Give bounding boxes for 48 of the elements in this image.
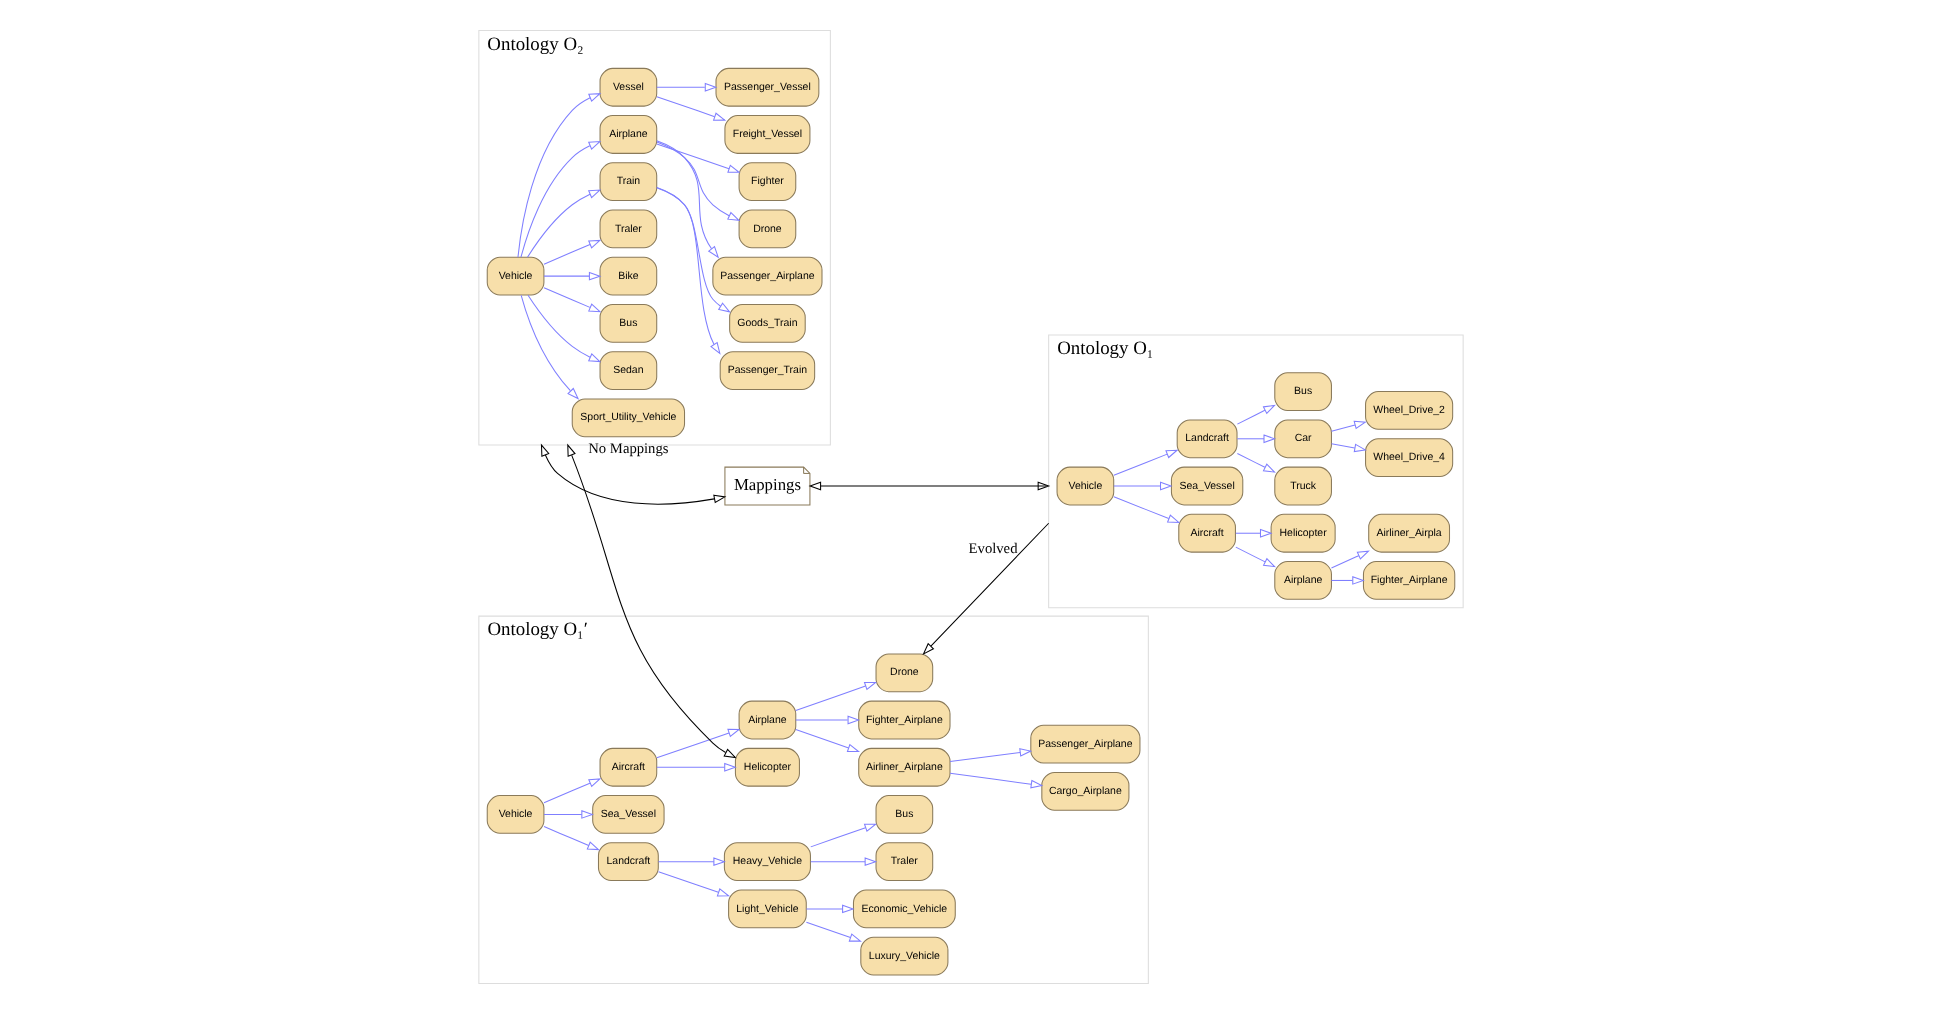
arrow — [810, 856, 878, 866]
arrow — [1113, 480, 1173, 490]
edge-label: Evolved — [968, 538, 1018, 557]
arrow — [540, 442, 727, 504]
arrow — [656, 727, 741, 758]
arrow — [543, 809, 594, 818]
arrow — [1236, 403, 1276, 424]
arrow — [527, 188, 602, 257]
arrow — [543, 286, 602, 312]
arrow — [543, 238, 602, 264]
arrow — [520, 293, 580, 399]
arrow — [656, 185, 721, 354]
arrow — [1330, 419, 1367, 431]
arrow — [949, 747, 1033, 761]
arrow — [795, 680, 878, 710]
arrow — [1236, 451, 1276, 472]
arrow — [1236, 433, 1277, 443]
arrow — [805, 903, 855, 913]
arrow — [656, 142, 741, 172]
arrow — [657, 870, 731, 896]
arrow — [517, 92, 602, 257]
arrow — [520, 139, 602, 257]
arrow — [1330, 442, 1367, 452]
arrow — [795, 714, 861, 724]
arrow — [656, 95, 727, 120]
arrow — [1330, 549, 1370, 568]
arrow — [795, 728, 861, 752]
arrow — [543, 270, 602, 280]
arrow — [656, 81, 718, 91]
arrow — [805, 920, 862, 941]
arrow — [1330, 575, 1365, 584]
arrow — [1235, 545, 1276, 567]
arrow — [567, 442, 737, 758]
arrow — [656, 761, 737, 771]
arrow — [543, 777, 602, 803]
arrow — [543, 824, 600, 850]
arrow — [657, 856, 726, 866]
arrow — [527, 293, 602, 362]
arrow — [949, 771, 1044, 788]
arrow — [922, 521, 1050, 654]
arrow — [1113, 448, 1179, 475]
arrow — [656, 139, 720, 258]
arrow — [808, 480, 1051, 490]
arrow — [810, 822, 878, 847]
arrow — [656, 140, 741, 220]
arrow — [1113, 495, 1181, 523]
arrow — [1235, 527, 1273, 537]
arrow — [656, 186, 731, 312]
